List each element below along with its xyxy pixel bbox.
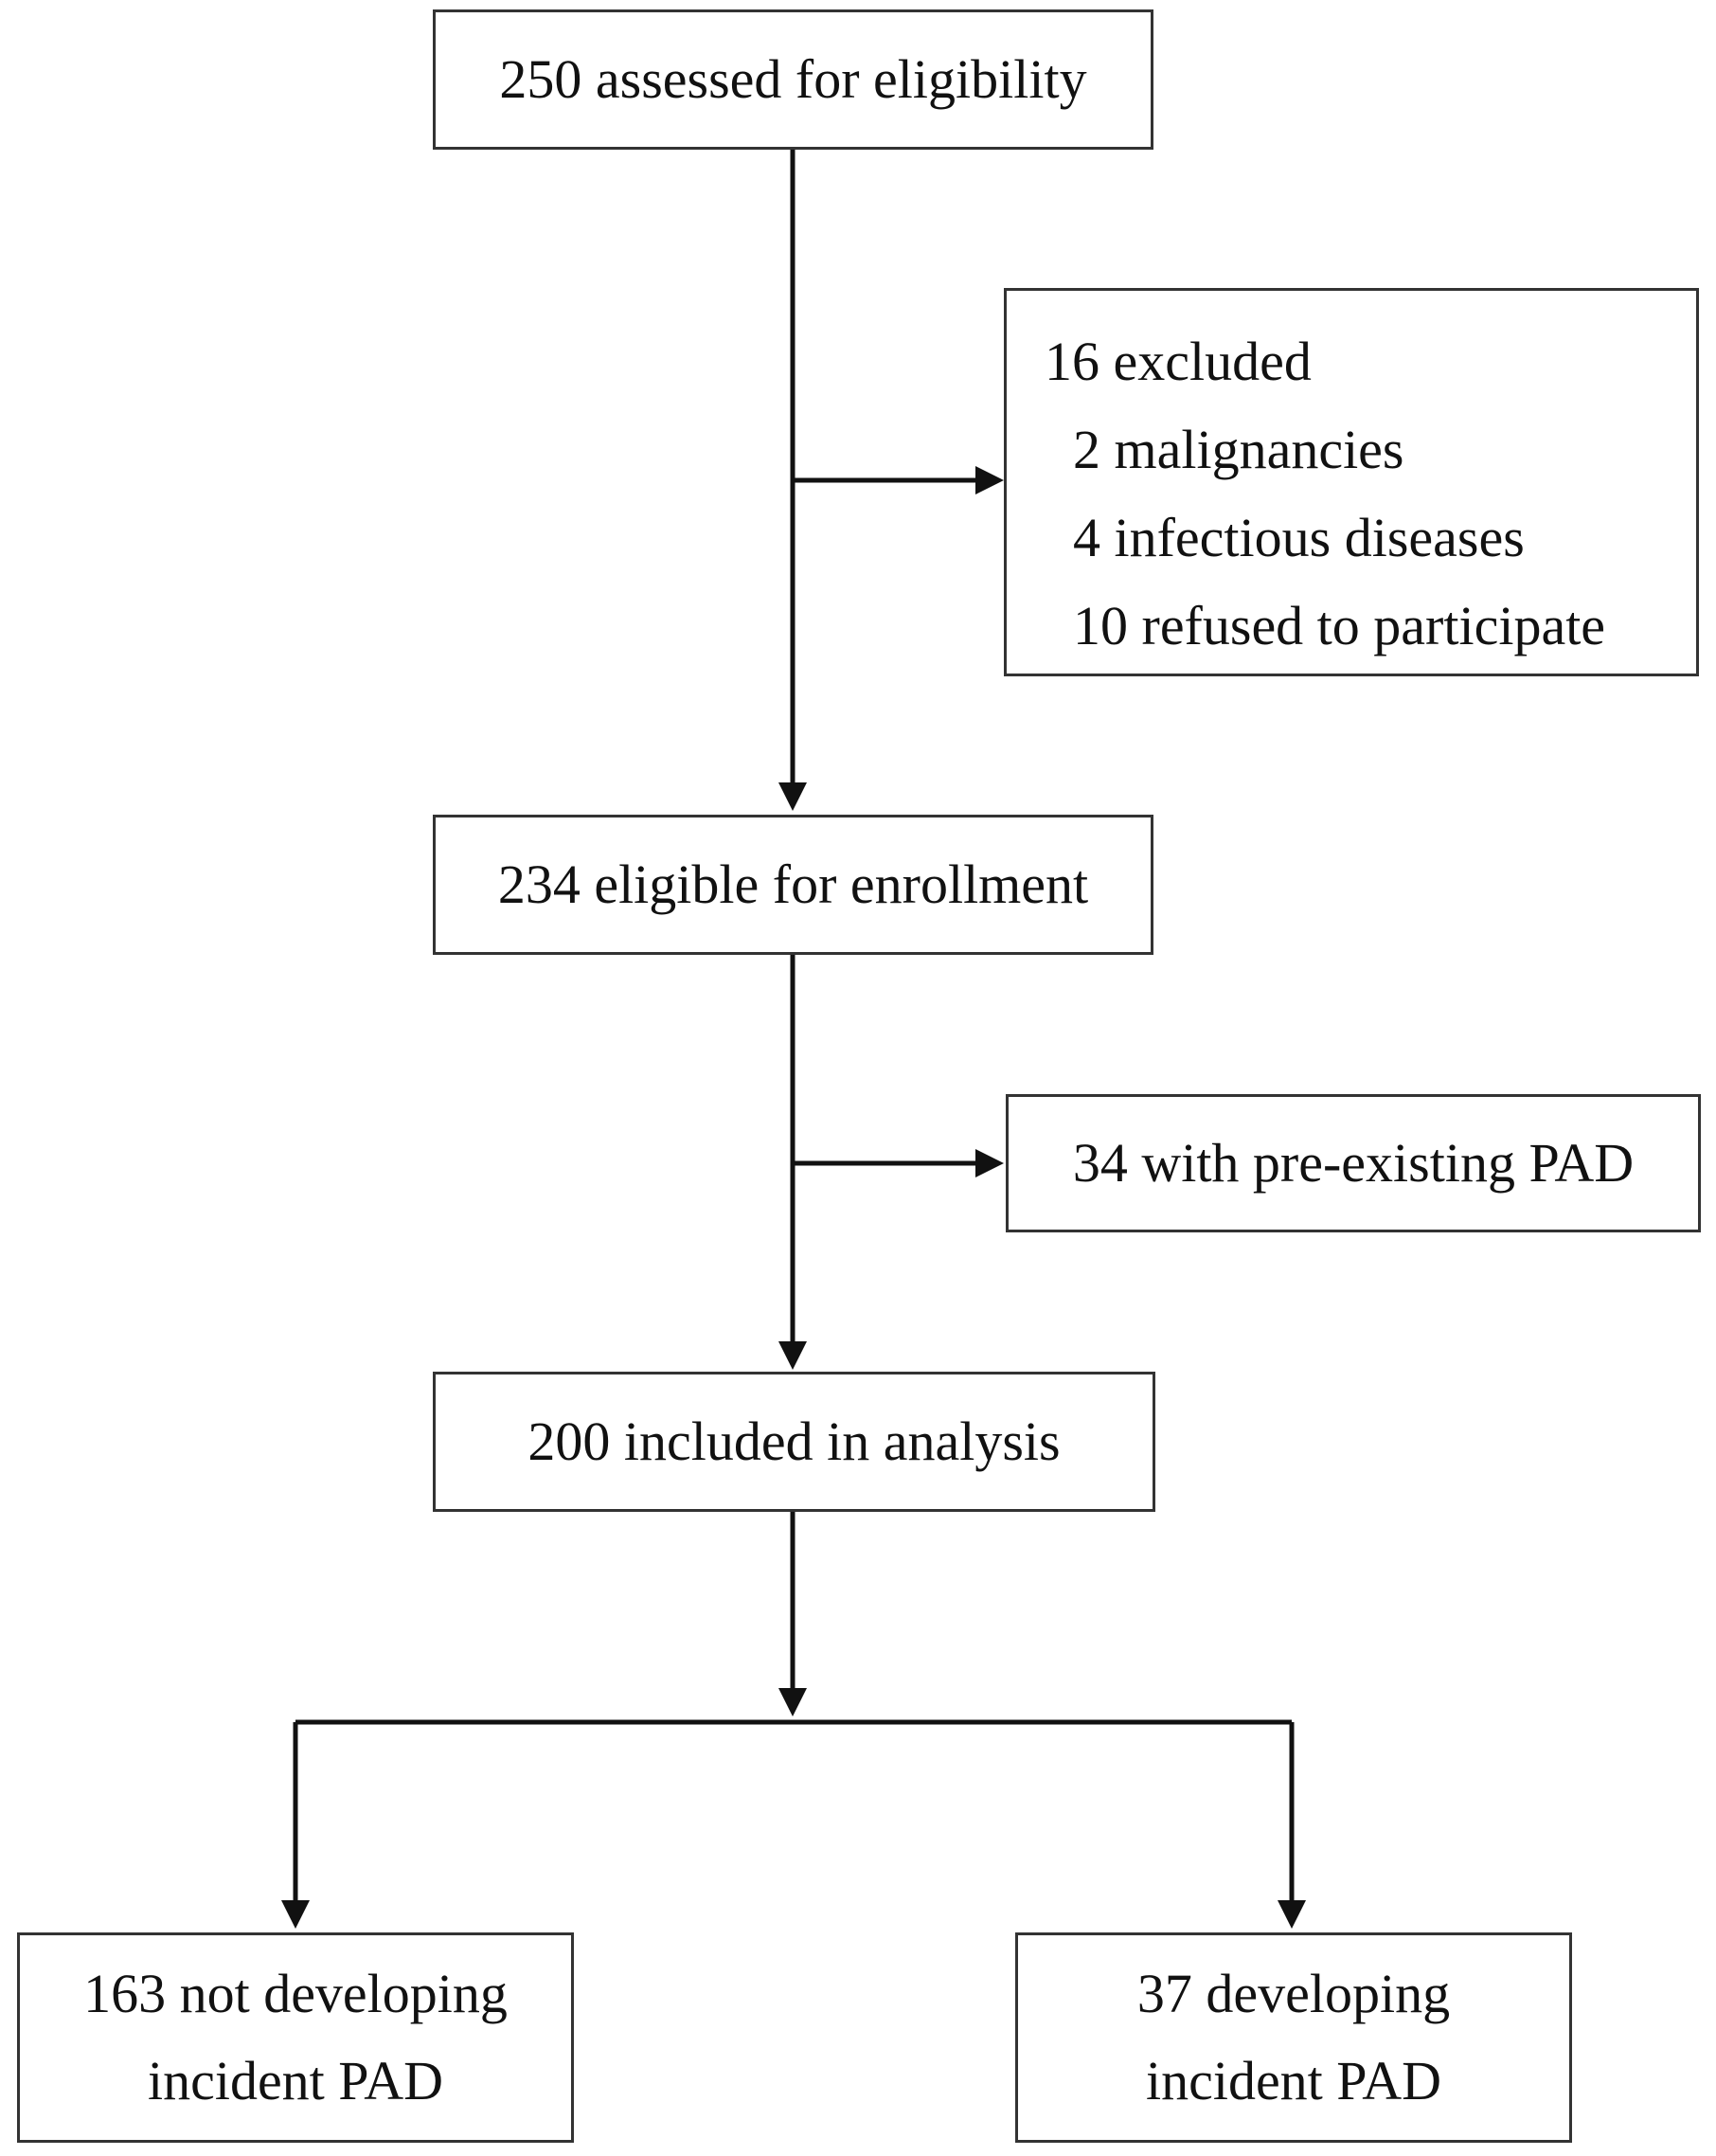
included-label: 200 included in analysis [527,1410,1061,1472]
included-box: 200 included in analysis [433,1372,1155,1512]
excluded-reason-malignancies: 2 malignancies [1073,419,1404,480]
arrowhead-developing [1278,1900,1306,1929]
arrowhead-included [778,1341,807,1370]
arrowhead-excluded [975,466,1004,494]
assessed-box: 250 assessed for eligibility [433,9,1153,150]
assessed-label: 250 assessed for eligibility [499,48,1087,110]
not-developing-box: 163 not developing incident PAD [17,1932,574,2143]
developing-line2: incident PAD [1145,2050,1442,2111]
eligible-box: 234 eligible for enrollment [433,815,1153,955]
eligible-label: 234 eligible for enrollment [497,853,1089,915]
not-developing-line2: incident PAD [147,2050,444,2111]
arrowhead-not-developing [281,1900,310,1929]
excluded-reason-infectious: 4 infectious diseases [1073,507,1525,568]
developing-box: 37 developing incident PAD [1015,1932,1572,2143]
pre-existing-label: 34 with pre-existing PAD [1072,1132,1635,1194]
pre-existing-box: 34 with pre-existing PAD [1006,1094,1701,1232]
arrowhead-pre-existing [975,1149,1004,1177]
excluded-reason-refused: 10 refused to participate [1073,595,1606,656]
developing-line1: 37 developing [1136,1963,1451,2024]
excluded-box: 16 excluded 2 malignancies 4 infectious … [1004,288,1699,676]
excluded-heading: 16 excluded [1045,331,1312,392]
arrowhead-split [778,1688,807,1716]
arrowhead-eligible [778,782,807,811]
not-developing-line1: 163 not developing [83,1963,508,2024]
